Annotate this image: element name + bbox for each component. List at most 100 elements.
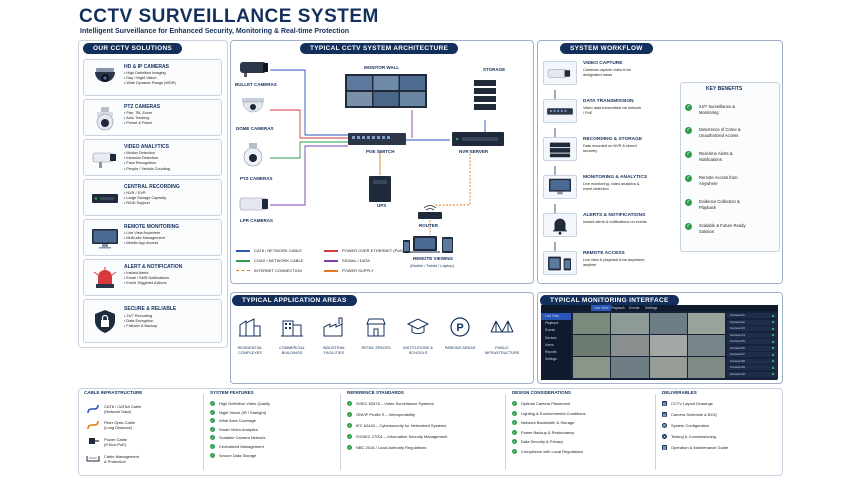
status-dot-icon [772,366,774,369]
standard-item: ✓ONVIF Profile S – Interoperability [347,412,416,417]
nvr-server-label: NVR SERVER [459,149,489,154]
router-node [418,205,442,219]
ptz-cameras-label: PTZ CAMERAS [240,176,273,181]
ptz-camera-node [243,143,263,167]
solution-line: Event Triggered Actions [126,281,167,286]
camera-list-item[interactable]: Camera 05 [727,339,777,344]
camera-list-item[interactable]: Camera 08 [727,358,777,364]
status-dot-icon [772,327,774,330]
camera-list-item[interactable]: Camera 01 [727,313,777,318]
design-item: ✓Network Bandwidth & Storage [512,420,575,426]
check-icon: ✓ [685,223,692,230]
design-item: ✓Compliance with Local Regulations [512,448,584,454]
status-dot-icon [772,353,774,356]
camera-list-item[interactable]: Camera 04 [727,332,777,338]
status-dot-icon [772,321,774,323]
lpr-camera-node [239,197,268,211]
storage-icon [543,137,577,161]
deliverable-item: ✕Testing & Commissioning [662,434,716,439]
document-icon: ▤ [662,401,667,406]
camera-list-item[interactable]: Camera 09 [727,365,777,370]
video-tile[interactable] [687,357,725,378]
workflow-connector [554,90,556,255]
vms-sidebar-item[interactable]: Events [545,328,556,333]
benefits-heading: KEY BENEFITS [706,86,743,92]
bridge-icon [490,320,514,333]
solution-line: Mobile App Access [126,241,159,246]
check-icon: ✓ [685,127,692,134]
workflow-step-title: DATA TRANSMISSION [583,99,634,104]
camera-list-item[interactable]: Camera 02 [727,319,777,325]
cable-item: Fiber Optic Cable(Long Distance) [104,420,136,430]
feature-item: ✓High Definition Video Quality [210,401,270,406]
vms-tabbar: Live View Playback Events Settings [541,305,778,311]
solutions-heading: OUR CCTV SOLUTIONS [83,43,183,54]
legend-label: POWER SUPPLY [342,268,374,273]
vms-sidebar: Live View Playback Events Devices Users … [541,311,571,380]
standards-heading: REFERENCE STANDARDS [347,390,404,395]
legend-label: CAT6 / NETWORK CABLE [254,248,302,253]
dome-cameras-label: DOME CAMERAS [236,126,274,131]
vms-tab[interactable]: Playback [611,306,625,310]
camera-list-item[interactable]: Camera 10 [727,371,777,377]
status-dot-icon [772,347,774,349]
check-icon: ✓ [347,412,352,417]
camera-list-item[interactable]: Camera 03 [727,326,777,331]
video-tile[interactable] [649,357,687,378]
camera-list-item[interactable]: Camera 06 [727,345,777,351]
check-icon: ✓ [347,434,352,439]
application-public-infrastructure: PUBLIC INFRASTRUCTURE [481,316,523,356]
power-cable-icon [89,438,99,444]
video-tile[interactable] [573,335,611,356]
wrench-icon: ✕ [662,434,667,439]
applications-panel [230,292,534,384]
page-subtitle: Intelligent Surveillance for Enhanced Se… [80,28,350,35]
cat6-cable-icon [87,404,99,414]
solution-line: Multi-site Management [126,236,165,241]
monitor-icon [92,229,118,249]
solution-title: REMOTE MONITORING [124,224,180,230]
video-tile[interactable] [611,335,649,356]
vms-tab[interactable]: Settings [645,306,658,310]
remote-viewing-label: REMOTE VIEWING [413,256,454,261]
solution-line: 24/7 Recording [126,314,153,318]
solution-line: Motion Detection [126,151,155,155]
check-icon: ✓ [210,443,215,449]
vms-sidebar-item[interactable]: Devices [545,335,557,340]
video-tile[interactable] [649,313,687,334]
vms-sidebar-item[interactable]: Live View [541,313,571,321]
workflow-step-remote-access: REMOTE ACCESS Live view & playback from … [541,248,676,280]
vms-sidebar-item[interactable]: Users [545,342,554,347]
video-tile[interactable] [573,313,611,334]
standard-item: ✓IEC 62443 – Cybersecurity for Networked… [347,423,447,428]
cable-tray-icon [86,456,100,462]
check-icon: ✓ [512,448,517,454]
video-tile[interactable] [687,313,725,334]
vms-sidebar-item[interactable]: Playback [545,321,559,326]
video-tile[interactable] [611,313,649,334]
vms-sidebar-item[interactable]: Settings [545,357,557,362]
legend-label: COAX / NETWORK CABLE [254,258,304,263]
application-retail: RETAIL SPACES [355,316,397,351]
camera-list-item[interactable]: Camera 07 [727,352,777,357]
video-tile[interactable] [687,335,725,356]
vms-tab[interactable]: Events [629,306,640,310]
vms-sidebar-item[interactable]: Reports [545,350,557,355]
document-icon: ▤ [662,412,667,417]
status-dot-icon [772,314,774,317]
check-icon: ✓ [210,409,215,415]
storage-label: STORAGE [483,67,506,72]
remote-devices-node [403,236,453,253]
lpr-cameras-label: LPR CAMERAS [240,218,274,223]
solution-line: Pan, Tilt, Zoom [126,111,152,115]
video-tile[interactable] [611,357,649,378]
cable-item: CAT6 / CAT6A Cable(Network Data) [104,404,142,414]
video-tile[interactable] [573,357,611,378]
cable-infrastructure: CABLE INFRASTRUCTURE [84,390,142,401]
feature-item: ✓Scalable Camera Network [210,435,266,441]
solutions-panel: OUR CCTV SOLUTIONS HD & IP CAMERAS • Hig… [78,40,228,348]
video-tile[interactable] [649,335,687,356]
svg-text:P: P [456,322,463,334]
vms-tab[interactable]: Live View [591,305,612,311]
application-industrial: INDUSTRIAL FACILITIES [313,316,355,356]
